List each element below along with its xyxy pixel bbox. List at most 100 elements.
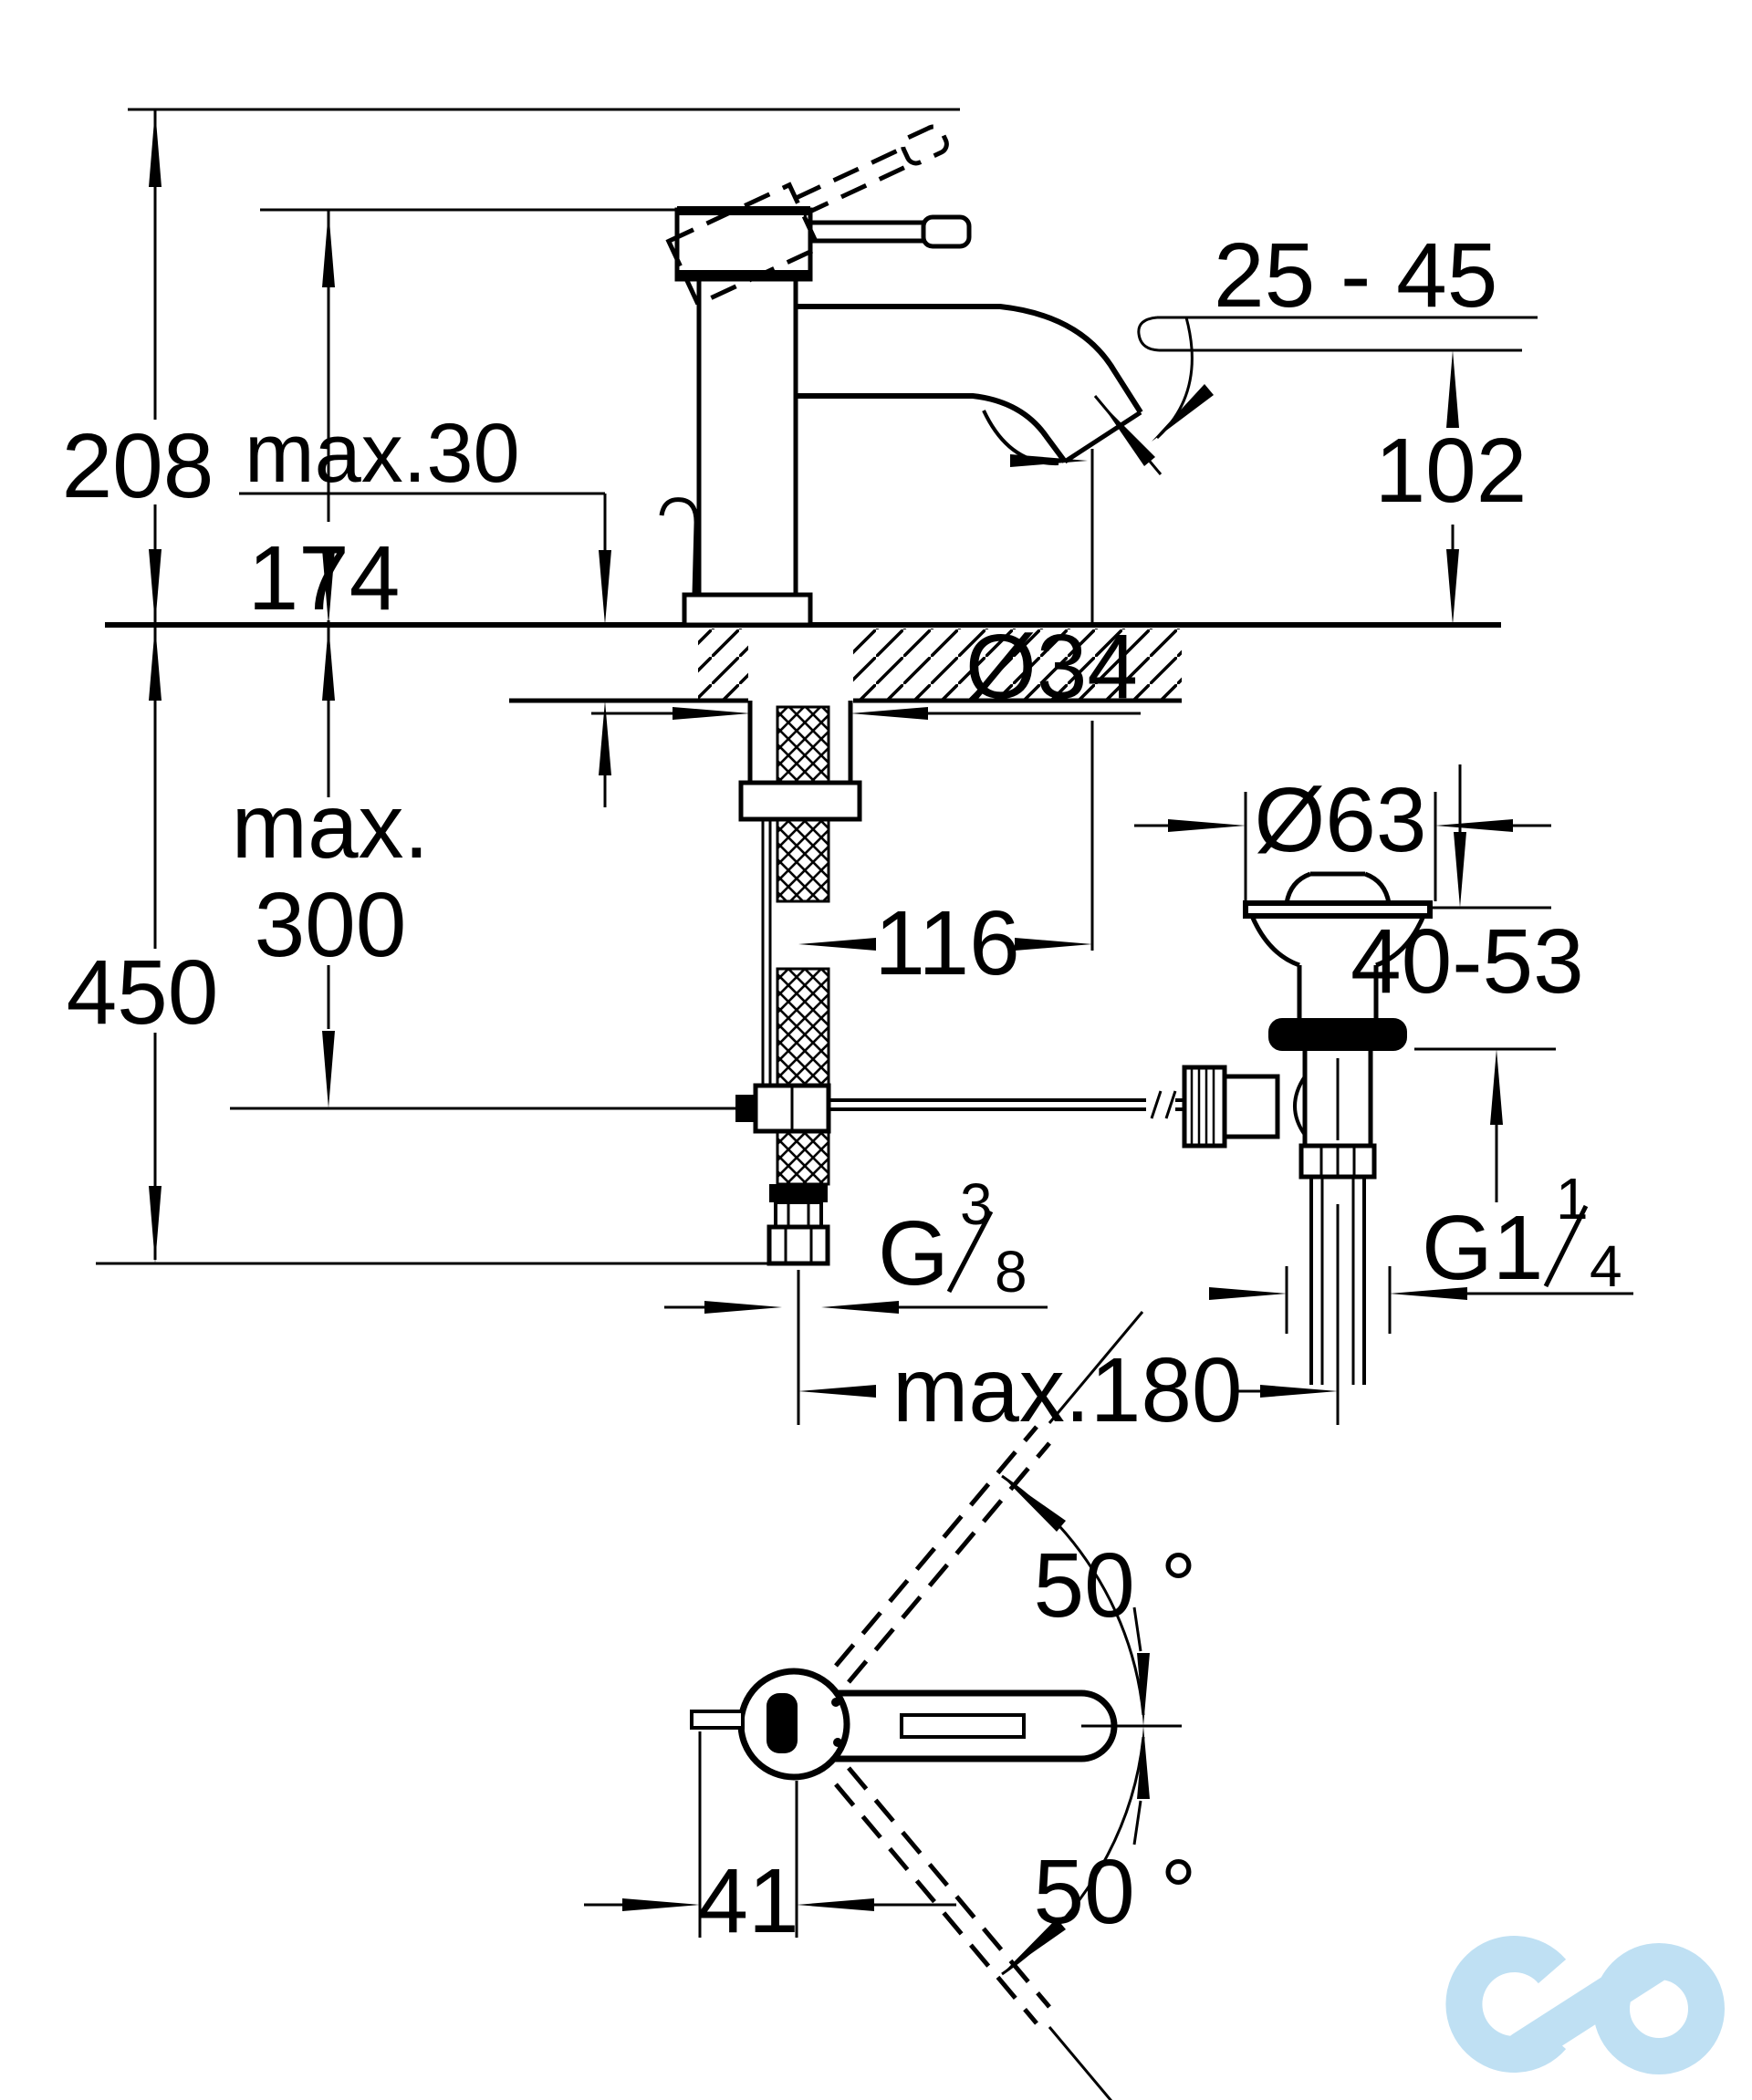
label-max30: max.30 — [245, 407, 520, 500]
drain-gasket — [1268, 1018, 1407, 1051]
dimension-max180: max.180 — [797, 1204, 1340, 1441]
dimension-208: 208 — [62, 108, 960, 1263]
arrow-left-pointing — [798, 1385, 876, 1398]
dimension-450: 450 — [67, 941, 771, 1265]
step-connector — [1137, 316, 1160, 352]
shank-locknut — [738, 780, 862, 822]
arrow-down — [149, 1186, 162, 1263]
label-300: 300 — [255, 874, 407, 976]
faucet-body-group — [659, 124, 1163, 951]
cartridge-slot — [766, 1693, 798, 1753]
drain-flange-taper — [1249, 915, 1426, 968]
label-40-53: 40-53 — [1350, 910, 1584, 1013]
arrow-down-to-deck — [599, 550, 611, 625]
dashed-lower-handle-a — [834, 1783, 1038, 2025]
watermark-logo — [1445, 1936, 1725, 2074]
arrow-tail-tick-upper — [1132, 1606, 1142, 1652]
arrow-left-pointing — [797, 1898, 874, 1911]
hose-nut — [766, 1224, 830, 1266]
cartridge-head — [674, 207, 813, 282]
aerator-leader-arrow — [1100, 402, 1155, 466]
rod-joint-block — [1222, 1074, 1280, 1139]
arrow-up — [1446, 350, 1459, 428]
swivel-arc-arrow — [1010, 454, 1088, 467]
arrow-up-at-deck — [322, 625, 335, 701]
label-116: 116 — [874, 892, 1019, 994]
dimension-g38: G 3 8 — [664, 1171, 1048, 1314]
label-25-45: 25 - 45 — [1214, 224, 1497, 327]
label-g114-num: 1 — [1556, 1166, 1589, 1232]
arrow-right-pointing — [1209, 1287, 1287, 1300]
dashed-lever-bottom — [802, 162, 912, 217]
dimension-174: 174 — [248, 208, 677, 1108]
dimension-max30: max.30 — [239, 407, 611, 807]
detail-dot — [833, 1738, 842, 1747]
arrow-right-pointing — [1168, 819, 1246, 832]
spout-top-edge — [796, 304, 1143, 414]
head-top-cap — [677, 206, 810, 215]
arrow-down — [1454, 832, 1466, 908]
arrow-left-pointing — [798, 938, 876, 951]
hose-ferrule — [769, 1184, 828, 1202]
spout-bottom-edge — [796, 393, 1068, 463]
below-deck-assembly — [735, 701, 1186, 1266]
collar-threads — [1319, 1146, 1356, 1177]
arrow-right-pointing — [1260, 1385, 1338, 1398]
label-g: G — [878, 1202, 949, 1305]
label-g38-den: 8 — [995, 1239, 1027, 1305]
dimension-25-45: 25 - 45 — [1137, 224, 1538, 442]
head-bottom-cap — [677, 270, 810, 279]
drain-cap-dome — [1284, 871, 1392, 904]
label-dia34: Ø34 — [965, 616, 1138, 718]
arrow-up — [322, 210, 335, 287]
hose-connector — [774, 1201, 823, 1229]
arrow-right-pointing — [704, 1301, 782, 1314]
label-max: max. — [232, 775, 430, 878]
dashed-lower-handle-b — [847, 1766, 1051, 2009]
dimension-116: 116 — [798, 892, 1092, 994]
top-view-group: 50 ° 50 ° 41 — [584, 1311, 1197, 2100]
lever-raised-position-dashed — [665, 124, 949, 307]
handle-grip-slot — [900, 1713, 1026, 1739]
dashed-upper-handle-b — [847, 1441, 1051, 1684]
arrow-left-pointing — [821, 1301, 899, 1314]
fraction-slash — [946, 1210, 994, 1294]
detail-dot — [831, 1698, 840, 1707]
lower-arc-arrow — [1002, 1918, 1066, 1974]
label-dia63: Ø63 — [1254, 769, 1426, 871]
knurled-knob — [1182, 1065, 1227, 1149]
label-41: 41 — [697, 1850, 798, 1952]
dimension-40-53: 40-53 — [1350, 764, 1584, 1202]
arrow-down-to-centerline — [1137, 1653, 1150, 1726]
faucet-body-column — [696, 271, 798, 600]
counter-deck-section — [105, 622, 1501, 703]
arrow-down — [322, 1031, 335, 1108]
arrow-down-at-deck — [322, 549, 335, 625]
upper-arc-arrow — [1002, 1476, 1066, 1532]
arrow-up — [149, 109, 162, 187]
leader-arrow — [1152, 384, 1214, 442]
label-450: 450 — [67, 941, 219, 1044]
arrow-down-at-deck — [149, 549, 162, 625]
label-50deg-upper: 50 ° — [1033, 1534, 1196, 1637]
label-208: 208 — [62, 415, 214, 517]
dashed-lever-end-cap — [901, 124, 949, 166]
label-g114-den: 4 — [1590, 1233, 1622, 1299]
body-tab-top-view — [690, 1710, 745, 1730]
popup-pull-rod-hook — [659, 497, 699, 596]
arrow-tail-tick-lower — [1132, 1800, 1142, 1845]
arrow-up-to-centerline — [1137, 1726, 1150, 1799]
dimension-dia63: Ø63 — [1134, 769, 1551, 901]
label-max180: max.180 — [892, 1339, 1243, 1441]
drain-flange-rim — [1243, 900, 1433, 919]
arrow-left-pointing — [1390, 1287, 1467, 1300]
arrow-down — [1446, 549, 1459, 625]
popup-drain-assembly — [1182, 871, 1433, 1385]
arrow-up — [1490, 1049, 1503, 1125]
arrow-right-pointing — [622, 1898, 700, 1911]
dimension-max300: max. 300 — [230, 775, 756, 1110]
arrow-right-pointing — [673, 707, 750, 720]
dimension-dia34: Ø34 — [591, 616, 1141, 720]
handle-swing-dashed-positions — [834, 1425, 1051, 2025]
